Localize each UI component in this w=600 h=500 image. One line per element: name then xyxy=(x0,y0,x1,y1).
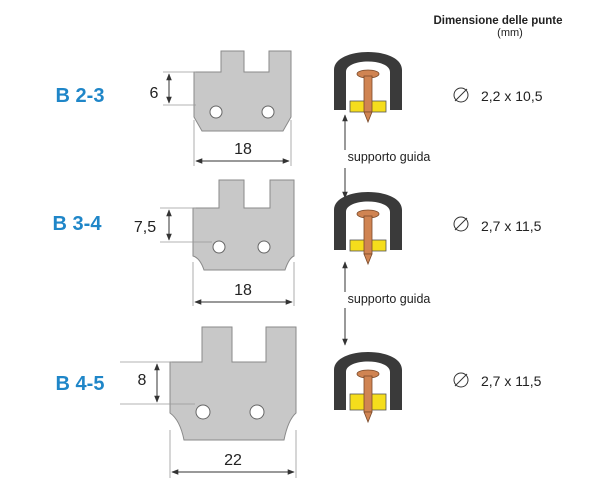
plate-shape xyxy=(192,179,295,271)
row-b2-3: B 2-3 6 18 2,2 x 10,5 xyxy=(56,50,543,166)
plate-hole xyxy=(212,240,226,254)
row-code: B 4-5 xyxy=(56,373,105,395)
height-value: 7,5 xyxy=(134,219,156,236)
row-b4-5: B 4-5 8 22 2,7 x 11,5 xyxy=(56,326,542,478)
diameter-icon xyxy=(453,87,469,103)
plate-hole xyxy=(261,105,275,119)
plate-hole xyxy=(209,105,223,119)
tip-size: 2,7 x 11,5 xyxy=(481,218,542,234)
plate-hole xyxy=(195,404,211,420)
diameter-icon xyxy=(453,372,469,388)
rivet-support-icon xyxy=(334,192,402,266)
width-value: 22 xyxy=(224,452,242,469)
plate-shape xyxy=(193,50,292,132)
plate-hole xyxy=(257,240,271,254)
support-label: supporto guida xyxy=(348,292,431,306)
diameter-icon xyxy=(453,216,469,232)
height-value: 6 xyxy=(150,85,159,102)
rivet-support-icon xyxy=(334,52,402,124)
tip-size: 2,7 x 11,5 xyxy=(481,373,542,389)
width-value: 18 xyxy=(234,282,252,299)
rivet-support-icon xyxy=(334,352,402,424)
plate-hole xyxy=(249,404,265,420)
row-code: B 2-3 xyxy=(56,85,105,107)
header-title: Dimensione delle punte xyxy=(433,15,562,27)
header-unit: (mm) xyxy=(497,27,523,39)
height-value: 8 xyxy=(138,372,147,389)
row-b3-4: B 3-4 7,5 18 2,7 x 11,5 xyxy=(53,179,542,306)
plate-shape xyxy=(169,326,297,441)
support-label: supporto guida xyxy=(348,150,431,164)
tip-size: 2,2 x 10,5 xyxy=(481,88,543,104)
row-code: B 3-4 xyxy=(53,213,103,235)
width-value: 18 xyxy=(234,141,252,158)
